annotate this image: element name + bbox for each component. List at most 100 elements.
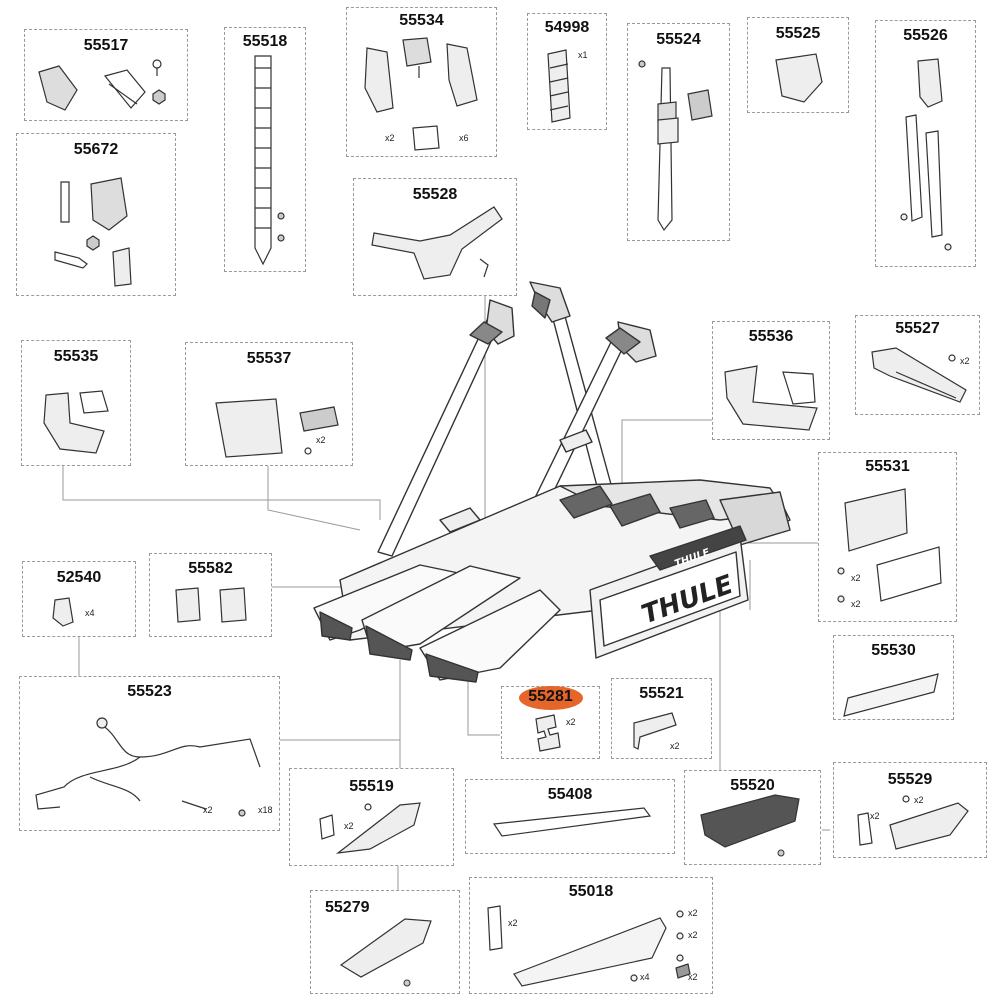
part-55537[interactable]: 55537 x2 — [185, 342, 353, 466]
part-55526[interactable]: 55526 — [875, 20, 976, 267]
wheel-tray-end-icon — [339, 918, 432, 987]
qty-label: x4 — [85, 608, 95, 618]
part-number: 55527 — [895, 320, 940, 337]
wheel-holder-icon — [724, 365, 818, 431]
part-number: 55525 — [775, 25, 821, 42]
part-number: 55531 — [865, 458, 910, 475]
part-54998[interactable]: 54998 x1 — [527, 13, 607, 130]
qty-label: x2 — [688, 908, 698, 918]
part-55519[interactable]: 55519 x2 — [289, 768, 454, 866]
qty-label: x2 — [851, 599, 861, 609]
part-number: 55523 — [127, 683, 172, 700]
qty-label: x1 — [578, 50, 588, 60]
part-number: 55529 — [887, 771, 933, 788]
part-55531[interactable]: 55531 x2 x2 — [818, 452, 957, 622]
part-number: 55519 — [349, 778, 394, 795]
qty-label: x2 — [960, 356, 970, 366]
qty-label: x2 — [385, 133, 395, 143]
part-55518[interactable]: 55518 — [224, 27, 306, 272]
part-number: 55526 — [903, 27, 948, 44]
rail-kit-icon — [900, 58, 952, 251]
end-cap-icon — [775, 53, 823, 103]
qty-label: x2 — [914, 795, 924, 805]
part-number: 55582 — [188, 560, 233, 577]
part-number: 55537 — [246, 350, 292, 367]
crossbar-icon — [492, 807, 652, 837]
spacer-icon — [633, 712, 677, 750]
part-55672[interactable]: 55672 — [16, 133, 176, 296]
part-number: 55518 — [242, 33, 288, 50]
qty-label: x2 — [870, 811, 880, 821]
part-55535[interactable]: 55535 — [21, 340, 131, 466]
clamp-icon — [38, 59, 166, 111]
part-number: 52540 — [56, 569, 102, 586]
tray-cap-icon — [700, 794, 800, 857]
qty-label: x2 — [566, 717, 576, 727]
qty-label: x2 — [344, 821, 354, 831]
rear-cap-icon — [857, 795, 969, 850]
part-55524[interactable]: 55524 — [627, 23, 730, 241]
end-plug-icon — [175, 587, 247, 623]
part-55520[interactable]: 55520 — [684, 770, 821, 865]
part-number: 55524 — [656, 31, 701, 48]
part-55281[interactable]: 55281 x2 — [501, 686, 600, 759]
qty-label: x2 — [688, 972, 698, 982]
part-55018[interactable]: 55018 x2 x2 x2 x4 x2 — [469, 877, 713, 994]
rail-icon — [871, 347, 967, 403]
part-number: 55536 — [748, 328, 794, 345]
part-55521[interactable]: 55521 x2 — [611, 678, 712, 759]
part-55525[interactable]: 55525 — [747, 17, 849, 113]
part-number: 55534 — [399, 12, 444, 29]
part-number: 55018 — [568, 883, 614, 900]
lock-kit-icon — [54, 177, 132, 287]
part-55408[interactable]: 55408 — [465, 779, 675, 854]
part-55279[interactable]: 55279 — [310, 890, 460, 994]
part-55528[interactable]: 55528 — [353, 178, 517, 296]
rubber-pad-icon — [547, 49, 571, 123]
qty-label: x18 — [258, 805, 273, 815]
frame-arm-icon — [638, 60, 713, 232]
part-number: 55530 — [871, 642, 916, 659]
part-55517[interactable]: 55517 — [24, 29, 188, 121]
part-number: 54998 — [544, 19, 590, 36]
qty-label: x2 — [688, 930, 698, 940]
part-number: 55535 — [53, 348, 99, 365]
qty-label: x2 — [203, 805, 213, 815]
part-number: 55672 — [73, 141, 119, 158]
arm-clamp-icon — [364, 37, 478, 151]
tray-end-icon — [319, 802, 421, 854]
strap-icon — [254, 55, 285, 266]
part-55534[interactable]: 55534 x2 x6 — [346, 7, 497, 157]
part-55530[interactable]: 55530 — [833, 635, 954, 720]
part-52540[interactable]: 52540 x4 — [22, 561, 136, 637]
part-number: 55528 — [412, 186, 458, 203]
license-plate-holder-icon — [487, 905, 691, 987]
handle-icon — [371, 206, 503, 280]
hinge-cover-icon — [215, 398, 339, 458]
part-55536[interactable]: 55536 — [712, 321, 830, 440]
part-55582[interactable]: 55582 — [149, 553, 272, 637]
part-number: 55520 — [730, 777, 775, 794]
logo-badge-icon — [843, 673, 939, 717]
qty-label: x4 — [640, 972, 650, 982]
qty-label: x2 — [851, 573, 861, 583]
part-number: 55521 — [639, 685, 684, 702]
wiring-harness-icon — [35, 717, 261, 817]
part-55523[interactable]: 55523 x2 x18 — [19, 676, 280, 831]
cable-clip-icon — [52, 597, 74, 627]
highlight-marker — [519, 686, 583, 710]
part-number: 55281 — [528, 688, 573, 705]
part-number: 55517 — [83, 37, 129, 54]
cover-icon — [43, 390, 109, 454]
bracket-icon — [535, 714, 561, 752]
qty-label: x2 — [508, 918, 518, 928]
part-55527[interactable]: 55527 x2 — [855, 315, 980, 415]
qty-label: x2 — [316, 435, 326, 445]
part-number: 55279 — [325, 899, 370, 916]
part-number: 55408 — [547, 786, 593, 803]
qty-label: x6 — [459, 133, 469, 143]
qty-label: x2 — [670, 741, 680, 751]
part-55529[interactable]: 55529 x2 x2 — [833, 762, 987, 858]
